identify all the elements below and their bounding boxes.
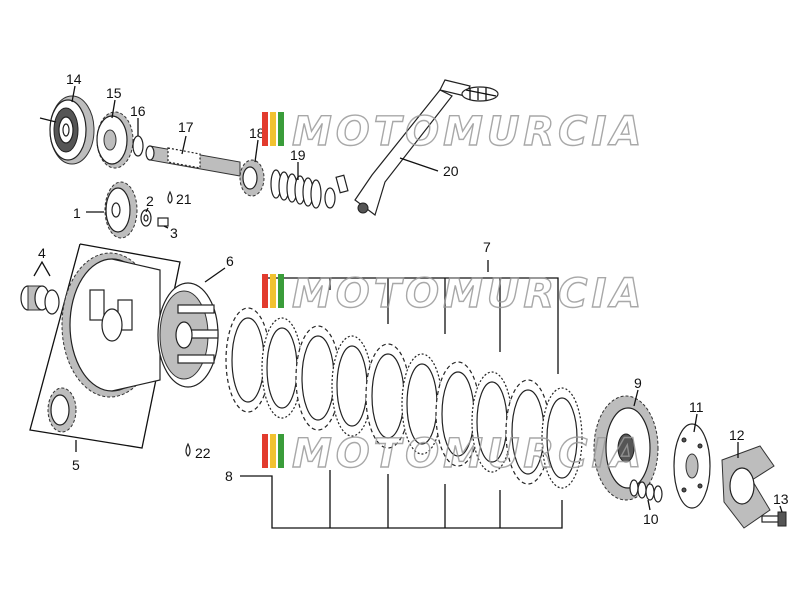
callout-10: 10	[643, 511, 659, 527]
callout-4: 4	[38, 245, 46, 261]
clutch-springs-part	[629, 479, 663, 503]
callout-12: 12	[729, 427, 745, 443]
friction-plate-1	[225, 307, 271, 413]
washer-part-16	[132, 135, 144, 157]
watermark-top: MOTOMURCIA	[262, 108, 645, 156]
watermark-middle: MOTOMURCIA	[262, 270, 645, 318]
ratchet-part	[239, 159, 265, 197]
callout-21: 21	[176, 191, 192, 207]
kick-shaft-part	[145, 145, 241, 177]
callout-18: 18	[249, 125, 265, 141]
washer-part-19b	[324, 187, 336, 209]
callout-22: 22	[195, 445, 211, 461]
drop-icon-22	[185, 442, 191, 457]
callout-1: 1	[73, 205, 81, 221]
steel-plate-5	[541, 387, 583, 489]
gear-part-1	[104, 181, 138, 239]
bolt-part-19c	[335, 174, 349, 194]
callout-8: 8	[225, 468, 233, 484]
friction-plate-2	[295, 325, 341, 431]
clutch-basket-part	[61, 252, 161, 398]
callout-13: 13	[773, 491, 789, 507]
callout-2: 2	[146, 193, 154, 209]
callout-6: 6	[226, 253, 234, 269]
callout-5: 5	[72, 457, 80, 473]
steel-plate-1	[261, 317, 303, 419]
washer-inner-2	[143, 214, 149, 222]
friction-plate-3	[365, 343, 411, 449]
callout-16: 16	[130, 103, 146, 119]
watermark-text: MOTOMURCIA	[292, 271, 645, 317]
bolt-part-3	[157, 217, 169, 227]
drop-icon	[167, 190, 173, 204]
callout-7: 7	[483, 239, 491, 255]
friction-plate-4	[435, 361, 481, 467]
callout-14: 14	[66, 71, 82, 87]
primary-gear-part	[47, 387, 77, 433]
spring-plate-part	[673, 423, 711, 509]
callout-9: 9	[634, 375, 642, 391]
pressure-plate-part	[593, 395, 659, 501]
clutch-hub-part	[157, 282, 219, 388]
callout-17: 17	[178, 119, 194, 135]
friction-plate-5	[505, 379, 551, 485]
coil-spring-part	[270, 169, 322, 209]
callout-15: 15	[106, 85, 122, 101]
group-bracket-left	[29, 243, 181, 449]
callout-20: 20	[443, 163, 459, 179]
watermark-text: MOTOMURCIA	[292, 109, 645, 155]
leader-lines	[33, 85, 783, 529]
spring-drum-part	[39, 95, 95, 165]
steel-plate-4	[471, 371, 513, 473]
callout-19: 19	[290, 147, 306, 163]
watermark-bottom: MOTOMURCIA	[262, 430, 645, 478]
kick-lever-part	[354, 79, 499, 216]
watermark-text: MOTOMURCIA	[292, 431, 645, 477]
callout-11: 11	[689, 399, 704, 415]
retainer-bracket-part	[721, 445, 775, 529]
callout-3: 3	[170, 225, 178, 241]
steel-plate-2	[331, 335, 373, 437]
bolt-part-13	[761, 511, 787, 527]
kick-gear-part	[96, 111, 134, 169]
needle-bearings-part	[20, 285, 60, 315]
